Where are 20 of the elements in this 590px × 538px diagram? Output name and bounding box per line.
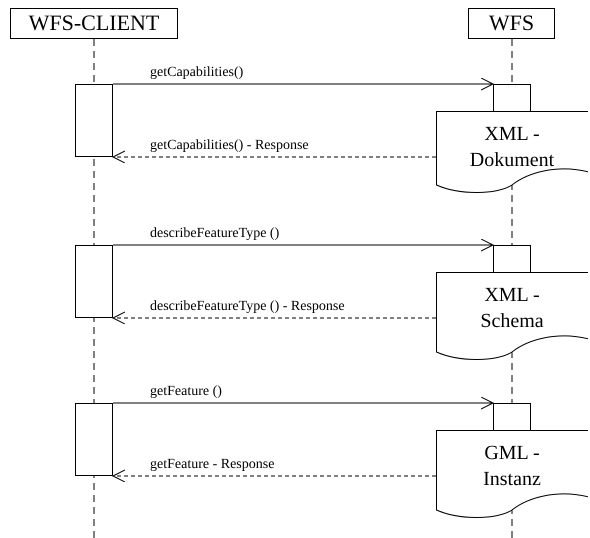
activation-bar	[493, 245, 531, 273]
activation-bar	[75, 245, 113, 318]
activation-bar	[75, 84, 113, 157]
message-label: describeFeatureType () - Response	[148, 299, 347, 315]
message-label: describeFeatureType ()	[148, 226, 282, 242]
activation-bar	[493, 403, 531, 431]
activation-bar	[75, 403, 113, 476]
message-label: getCapabilities()	[148, 65, 246, 81]
message-label: getCapabilities() - Response	[148, 138, 311, 154]
message-label: getFeature ()	[148, 384, 224, 400]
message-label: getFeature - Response	[148, 457, 276, 473]
lifeline-head-box: WFS-CLIENT	[10, 8, 178, 39]
arrow	[112, 238, 494, 252]
lifeline-head-box: WFS	[468, 8, 555, 39]
arrow	[112, 396, 494, 410]
arrow	[112, 470, 436, 482]
arrow	[112, 150, 436, 164]
activation-bar	[493, 84, 531, 112]
arrow	[112, 312, 436, 324]
arrow	[112, 78, 494, 90]
